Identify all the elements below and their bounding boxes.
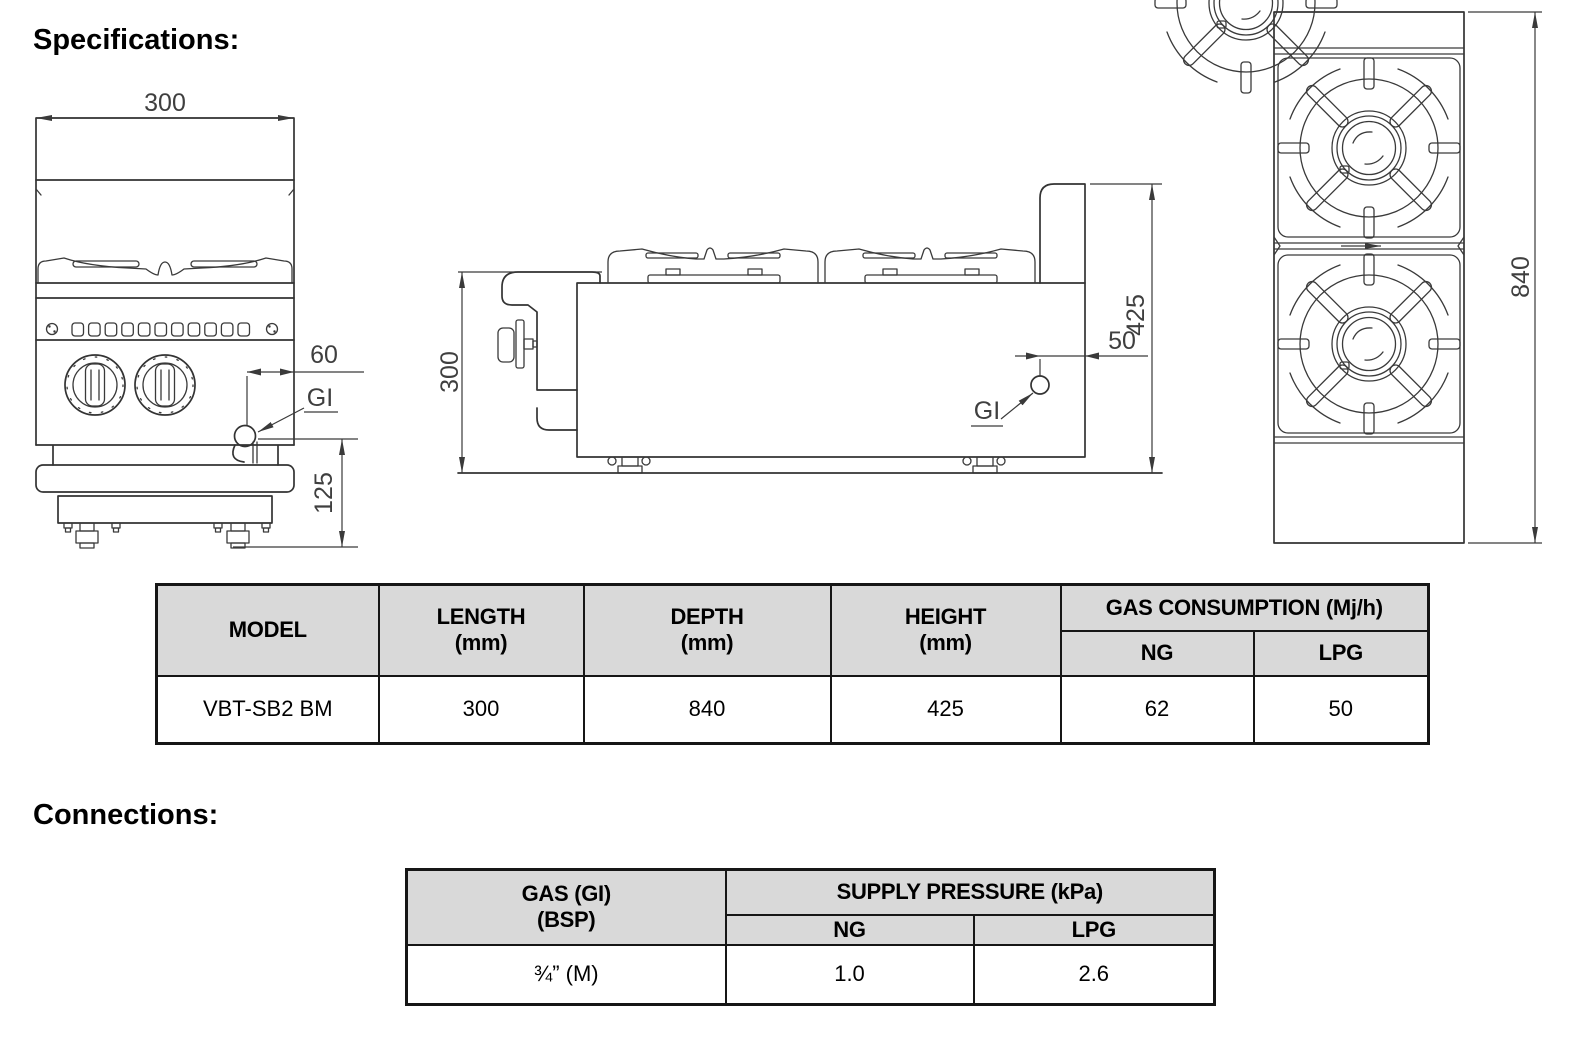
burner-trivet xyxy=(1154,0,1338,94)
conn-cell-gas: ¾” (M) xyxy=(405,943,727,1006)
gas-pipe-elbow xyxy=(536,407,578,431)
base-and-feet xyxy=(35,444,295,549)
top-view-drawing: 840 xyxy=(1154,0,1542,544)
spec-cell-lpg: 50 xyxy=(1252,674,1430,745)
spec-header-depth-label: DEPTH (mm) xyxy=(670,604,744,656)
top-body-outline xyxy=(1273,11,1465,544)
side-view-drawing: 300 425 50 GI xyxy=(436,183,1163,474)
front-body-outline xyxy=(35,117,295,549)
conn-header-lpg: LPG xyxy=(972,913,1216,946)
vent-holes xyxy=(45,322,279,337)
control-knob-left xyxy=(64,354,126,416)
spec-header-length-label: LENGTH (mm) xyxy=(436,604,526,656)
side-grates xyxy=(607,247,1036,284)
conn-cell-ng: 1.0 xyxy=(724,943,975,1006)
control-knob-right xyxy=(134,354,196,416)
front-gas-inlet-label: GI xyxy=(307,384,333,412)
front-inlet-height-dim-label: 125 xyxy=(310,472,338,514)
spec-cell-model: VBT-SB2 BM xyxy=(155,674,380,745)
side-gas-inlet-label: GI xyxy=(974,397,1000,425)
side-control-knob xyxy=(497,319,538,369)
front-width-dim-label: 300 xyxy=(144,89,186,117)
spec-header-depth: DEPTH (mm) xyxy=(582,583,832,677)
spec-cell-ng: 62 xyxy=(1059,674,1255,745)
conn-header-gas-label: GAS (GI) (BSP) xyxy=(521,881,612,933)
conn-header-supply-pressure-label: SUPPLY PRESSURE (kPa) xyxy=(836,879,1104,905)
spec-header-ng-label: NG xyxy=(1140,640,1174,665)
conn-header-ng: NG xyxy=(724,913,975,946)
conn-header-ng-label: NG xyxy=(833,916,866,942)
conn-header-lpg-label: LPG xyxy=(1071,916,1117,942)
conn-header-gas: GAS (GI) (BSP) xyxy=(405,868,727,946)
gas-inlet-side xyxy=(1030,375,1050,395)
side-body-outline xyxy=(457,183,1163,474)
front-inlet-offset-dim-label: 60 xyxy=(310,341,338,369)
conn-cell-lpg: 2.6 xyxy=(972,943,1216,1006)
side-inlet-offset-dim-label: 50 xyxy=(1108,327,1136,355)
spec-header-height: HEIGHT (mm) xyxy=(829,583,1062,677)
front-view-drawing: 300 60 GI 125 xyxy=(35,89,364,549)
spec-header-lpg-label: LPG xyxy=(1318,640,1364,665)
top-dimensions: 840 xyxy=(1468,11,1542,544)
side-body-height-dim-label: 300 xyxy=(436,351,464,393)
front-dimensions: 300 60 GI 125 xyxy=(36,89,364,548)
specifications-heading: Specifications: xyxy=(33,24,240,56)
conn-header-supply-pressure: SUPPLY PRESSURE (kPa) xyxy=(724,868,1216,916)
spec-cell-length: 300 xyxy=(377,674,585,745)
spec-header-lpg: LPG xyxy=(1252,629,1430,677)
side-dimensions: 300 425 50 GI xyxy=(436,183,1162,473)
spec-header-height-label: HEIGHT (mm) xyxy=(904,604,987,656)
spec-header-model: MODEL xyxy=(155,583,380,677)
connections-heading: Connections: xyxy=(33,799,219,831)
splashback xyxy=(1039,183,1086,284)
specifications-table: MODEL LENGTH (mm) DEPTH (mm) HEIGHT (mm)… xyxy=(155,583,1431,745)
spec-header-model-label: MODEL xyxy=(228,617,307,643)
spec-header-gas-consumption: GAS CONSUMPTION (Mj/h) xyxy=(1059,583,1430,632)
spec-cell-depth: 840 xyxy=(582,674,832,745)
spec-cell-height: 425 xyxy=(829,674,1062,745)
spec-header-gas-consumption-label: GAS CONSUMPTION (Mj/h) xyxy=(1105,594,1383,620)
spec-header-ng: NG xyxy=(1059,629,1255,677)
spec-header-length: LENGTH (mm) xyxy=(377,583,585,677)
side-overall-height-dim-label: 425 xyxy=(1122,294,1150,336)
side-feet xyxy=(607,456,1006,474)
spec-table-row: VBT-SB2 BM 300 840 425 62 50 xyxy=(155,674,1430,745)
connections-table-row: ¾” (M) 1.0 2.6 xyxy=(405,943,1216,1006)
connections-table: GAS (GI) (BSP) SUPPLY PRESSURE (kPa) NG … xyxy=(405,868,1217,1006)
top-depth-dim-label: 840 xyxy=(1507,256,1535,298)
